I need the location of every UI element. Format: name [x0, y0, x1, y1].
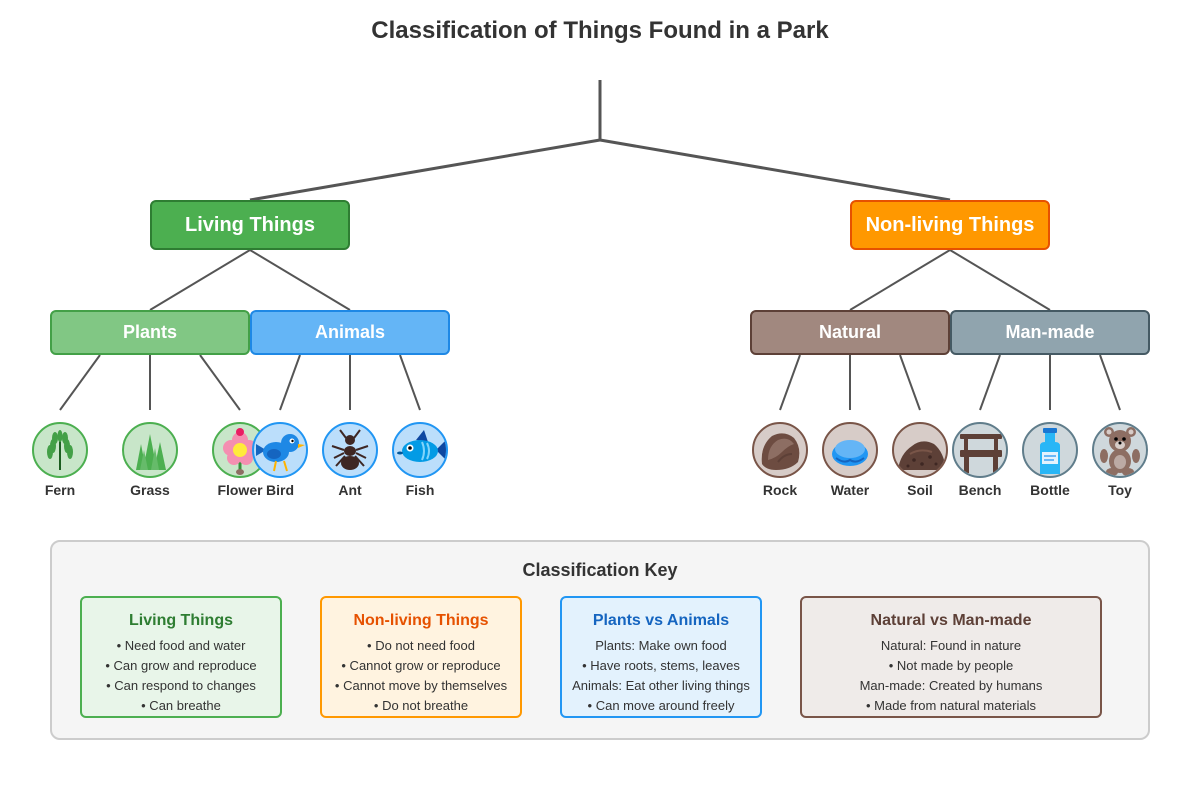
plants-to-fern-line [59, 354, 101, 411]
rock-icon [752, 422, 808, 478]
bench-label: Bench [958, 482, 1002, 498]
natural-to-rock-line [779, 354, 801, 411]
classification-key-panel: Classification Key Living Things • Need … [50, 540, 1150, 740]
rock-label: Rock [762, 482, 798, 498]
animals-node: Animals [250, 310, 450, 355]
toy-label: Toy [1108, 482, 1132, 498]
key-box-line: • Have roots, stems, leaves [582, 658, 740, 673]
key-box-line: • Not made by people [888, 658, 1014, 673]
key-box-plants-vs-animals: Plants vs Animals Plants: Make own food … [560, 596, 762, 718]
animals-to-fish-line [399, 354, 421, 411]
key-box-line: • Do not breathe [373, 698, 469, 713]
living-things-label: Living Things [185, 213, 315, 236]
bottle-label: Bottle [1030, 482, 1070, 498]
flower-label: Flower [217, 482, 263, 498]
manmade-to-bench-line [979, 354, 1001, 411]
living-to-plants-line [149, 249, 251, 311]
key-box-line: • Cannot move by themselves [334, 678, 508, 693]
key-box-line: • Can breathe [141, 698, 221, 713]
key-box-line: • Can grow and reproduce [105, 658, 257, 673]
key-box-line: • Cannot grow or reproduce [341, 658, 501, 673]
natural-to-soil-line [899, 354, 921, 411]
key-box-line: • Can respond to changes [106, 678, 256, 693]
key-box-title: Living Things [129, 612, 233, 629]
manmade-label: Man-made [1005, 322, 1095, 342]
key-box-title: Natural vs Man-made [870, 612, 1032, 629]
ant-icon [322, 422, 378, 478]
natural-node: Natural [750, 310, 950, 355]
key-box-line: • Do not need food [367, 638, 475, 653]
key-box-line: • Can move around freely [587, 698, 735, 713]
key-box-list: • Do not need food • Cannot grow or repr… [322, 636, 520, 716]
fish-icon [392, 422, 448, 478]
bird-label: Bird [266, 482, 294, 498]
plants-to-flower-line [199, 354, 241, 411]
key-box-title: Non-living Things [353, 612, 489, 629]
soil-label: Soil [907, 482, 933, 498]
key-box-list: Natural: Found in nature • Not made by p… [802, 636, 1100, 716]
key-box-nonliving: Non-living Things • Do not need food • C… [320, 596, 522, 718]
root-to-nonliving-line [599, 138, 951, 202]
key-box-line: Natural: Found in nature [880, 638, 1022, 653]
soil-icon [892, 422, 948, 478]
key-box-title: Plants vs Animals [592, 612, 730, 629]
key-box-living: Living Things • Need food and water • Ca… [80, 596, 282, 718]
classification-key-title: Classification Key [522, 560, 678, 580]
plants-label: Plants [122, 322, 178, 342]
natural-label: Natural [818, 322, 881, 342]
page-title: Classification of Things Found in a Park [371, 17, 829, 44]
key-box-natural-vs-manmade: Natural vs Man-made Natural: Found in na… [800, 596, 1102, 718]
ant-label: Ant [338, 482, 362, 498]
fish-label: Fish [405, 482, 435, 498]
bench-icon [952, 422, 1008, 478]
bottle-icon [1022, 422, 1078, 478]
key-box-line: Man-made: Created by humans [859, 678, 1043, 693]
water-label: Water [830, 482, 870, 498]
grass-icon [122, 422, 178, 478]
water-icon [822, 422, 878, 478]
fern-icon [32, 422, 88, 478]
key-box-line: • Need food and water [116, 638, 246, 653]
key-box-line: Plants: Make own food [595, 638, 727, 653]
key-box-line: Animals: Eat other living things [572, 678, 750, 693]
nonliving-things-node: Non-living Things [850, 200, 1050, 250]
toy-icon [1092, 422, 1148, 478]
nonliving-things-label: Non-living Things [865, 213, 1035, 236]
manmade-node: Man-made [950, 310, 1150, 355]
living-to-animals-line [249, 249, 351, 311]
key-box-list: Plants: Make own food • Have roots, stem… [562, 636, 760, 716]
animals-to-bird-line [279, 354, 301, 411]
grass-label: Grass [130, 482, 170, 498]
nonliving-to-natural-line [849, 249, 951, 311]
fern-label: Fern [44, 482, 76, 498]
bird-icon [252, 422, 308, 478]
flower-icon [212, 422, 268, 478]
plants-node: Plants [50, 310, 250, 355]
animals-label: Animals [314, 322, 386, 342]
root-to-living-line [249, 138, 601, 202]
living-things-node: Living Things [150, 200, 350, 250]
nonliving-to-manmade-line [949, 249, 1051, 311]
key-box-line: • Made from natural materials [865, 698, 1036, 713]
manmade-to-toy-line [1099, 354, 1121, 411]
key-box-list: • Need food and water • Can grow and rep… [82, 636, 280, 716]
